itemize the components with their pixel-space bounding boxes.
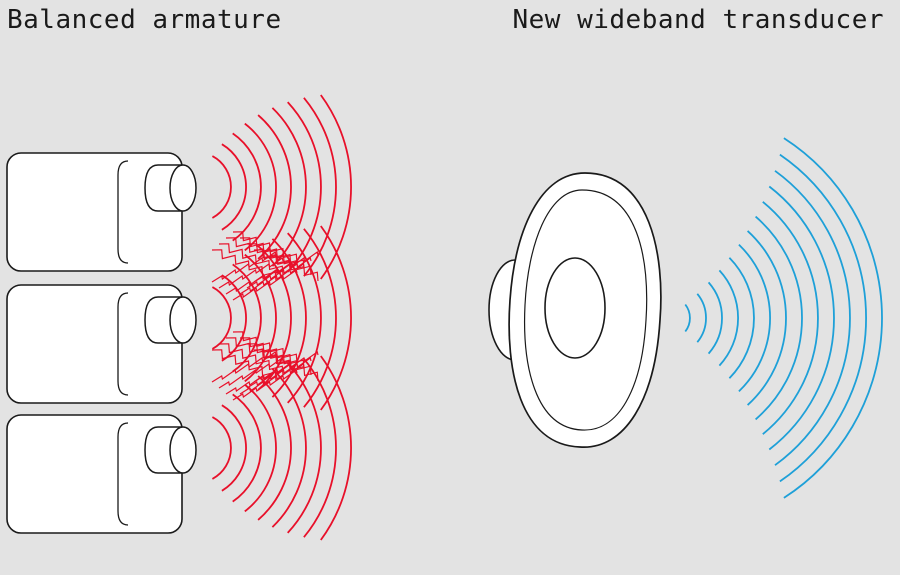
balanced-armature-title: Balanced armature bbox=[7, 5, 282, 35]
wave-arc bbox=[211, 286, 232, 350]
armature-body bbox=[6, 152, 183, 272]
wave-arc bbox=[271, 238, 307, 398]
wave-arc bbox=[320, 225, 352, 411]
armature-wave-group bbox=[211, 355, 352, 541]
armature-body bbox=[6, 414, 183, 534]
interference-pattern bbox=[211, 231, 319, 401]
wave-arc bbox=[303, 228, 337, 408]
wideband-wave-arc bbox=[774, 170, 851, 466]
wave-arc bbox=[244, 122, 277, 252]
interference-line bbox=[225, 362, 291, 395]
armature-nozzle-opening bbox=[169, 296, 197, 344]
wideband-wave-arc bbox=[746, 230, 787, 406]
wideband-wave-arc bbox=[718, 269, 739, 367]
armature-nozzle-opening bbox=[169, 164, 197, 212]
armature-driver bbox=[6, 414, 197, 534]
interference-line bbox=[218, 256, 284, 289]
interference-line bbox=[253, 249, 319, 282]
wave-arc bbox=[211, 416, 232, 480]
interference-line bbox=[239, 362, 305, 395]
interference-line bbox=[211, 349, 277, 382]
wave-arc bbox=[303, 358, 337, 538]
wideband-wave-arc bbox=[783, 137, 883, 499]
wave-arc bbox=[211, 155, 232, 219]
armature-sound-waves bbox=[211, 94, 352, 541]
interference-line bbox=[246, 256, 312, 289]
wave-arc bbox=[320, 355, 352, 541]
wideband-transducer-title: New wideband transducer bbox=[512, 5, 884, 35]
interference-line bbox=[225, 237, 291, 270]
wave-arc bbox=[320, 94, 352, 280]
armature-body bbox=[6, 284, 183, 404]
armature-divider bbox=[117, 160, 129, 264]
wave-arc bbox=[232, 393, 262, 503]
speaker-surround bbox=[524, 189, 648, 431]
wideband-wave-arc bbox=[755, 215, 803, 421]
wideband-sound-waves bbox=[684, 137, 883, 499]
armature-driver bbox=[6, 284, 197, 404]
interference-line bbox=[239, 262, 305, 295]
interference-cluster bbox=[211, 231, 319, 301]
armature-nozzle-opening bbox=[169, 426, 197, 474]
wideband-wave-arc bbox=[738, 243, 771, 393]
wave-arc bbox=[257, 114, 292, 260]
armature-divider bbox=[117, 422, 129, 526]
wideband-wave-arc bbox=[762, 201, 819, 435]
interference-line bbox=[232, 268, 298, 301]
wave-arc bbox=[271, 368, 307, 528]
wideband-wave-arc bbox=[707, 281, 723, 355]
wideband-wave-arc bbox=[768, 185, 835, 451]
interference-line bbox=[211, 249, 277, 282]
interference-line bbox=[253, 250, 319, 283]
interference-line bbox=[232, 368, 298, 401]
wave-arc bbox=[221, 274, 247, 362]
wideband-transducer-driver bbox=[488, 172, 662, 448]
interference-line bbox=[253, 349, 319, 382]
wideband-wave-arc bbox=[696, 293, 707, 343]
interference-line bbox=[246, 356, 312, 389]
interference-line bbox=[225, 262, 291, 295]
wave-arc bbox=[257, 375, 292, 521]
interference-line bbox=[218, 343, 284, 376]
wave-arc bbox=[244, 383, 277, 513]
armature-divider bbox=[117, 292, 129, 396]
wave-arc bbox=[271, 107, 307, 267]
interference-line bbox=[218, 356, 284, 389]
wave-arc bbox=[221, 404, 247, 492]
balanced-armature-drivers bbox=[6, 152, 197, 534]
wideband-wave-arc bbox=[684, 303, 691, 333]
interference-line bbox=[225, 337, 291, 370]
wave-arc bbox=[303, 97, 337, 277]
wideband-wave-arc bbox=[779, 153, 867, 483]
armature-driver bbox=[6, 152, 197, 272]
wideband-wave-arc bbox=[728, 257, 755, 379]
wave-arc bbox=[221, 143, 247, 231]
interference-line bbox=[218, 243, 284, 276]
speaker-dust-cap bbox=[544, 257, 606, 359]
wave-arc bbox=[232, 263, 262, 373]
interference-cluster bbox=[211, 331, 319, 401]
wave-arc bbox=[232, 132, 262, 242]
wave-arc bbox=[287, 362, 322, 534]
armature-wave-group bbox=[211, 94, 352, 280]
interference-line bbox=[253, 350, 319, 383]
